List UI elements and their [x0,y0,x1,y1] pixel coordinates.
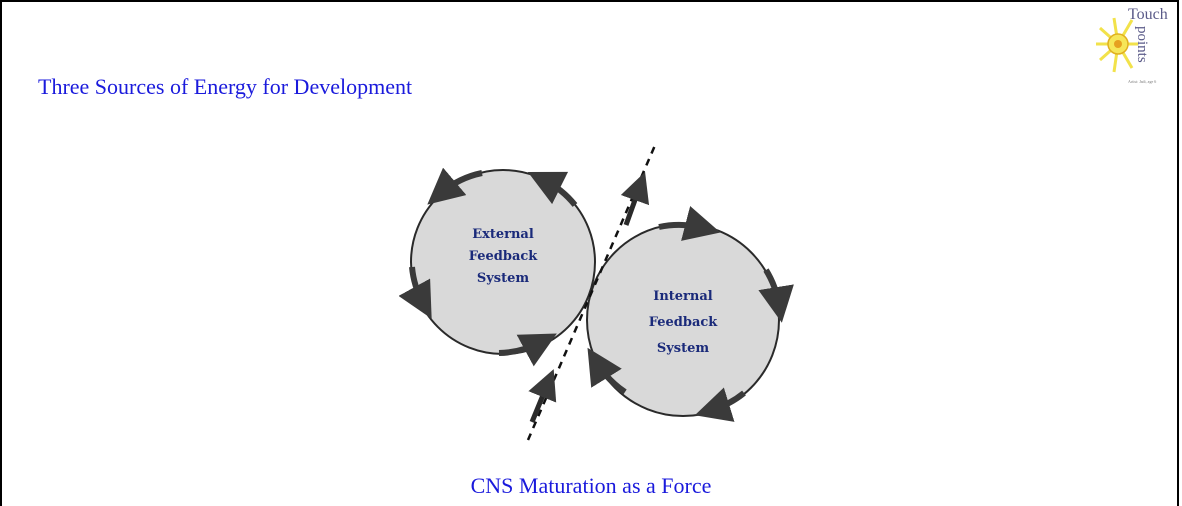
cns-arrow-lower [528,369,557,423]
external-label-line3: System [477,271,530,286]
internal-arrow-2 [758,268,794,323]
sun-icon [1096,17,1138,73]
internal-label-line1: Internal [653,289,713,304]
internal-arrow-4 [587,347,627,395]
logo-tagline: Artist: Jadi, age 6 [1128,79,1157,84]
external-arrow-4 [498,333,557,367]
internal-arrow-1 [658,206,721,241]
slide-title: Three Sources of Energy for Development [38,74,413,99]
cns-arrow-upper [620,171,650,226]
external-arrow-3 [398,266,432,319]
diagram-caption: CNS Maturation as a Force [470,473,712,498]
external-arrow-2 [527,171,578,207]
external-label-line2: Feedback [469,249,539,264]
external-arrow-1 [427,167,483,205]
logo-word-touch: Touch [1128,6,1168,23]
touchpoints-logo: Touch points Artist: Jadi, age 6 [1092,4,1176,90]
internal-label-line3: System [657,341,710,356]
external-label-line1: External [472,227,534,242]
internal-label-line2: Feedback [649,315,719,330]
internal-arrow-3 [694,387,746,422]
